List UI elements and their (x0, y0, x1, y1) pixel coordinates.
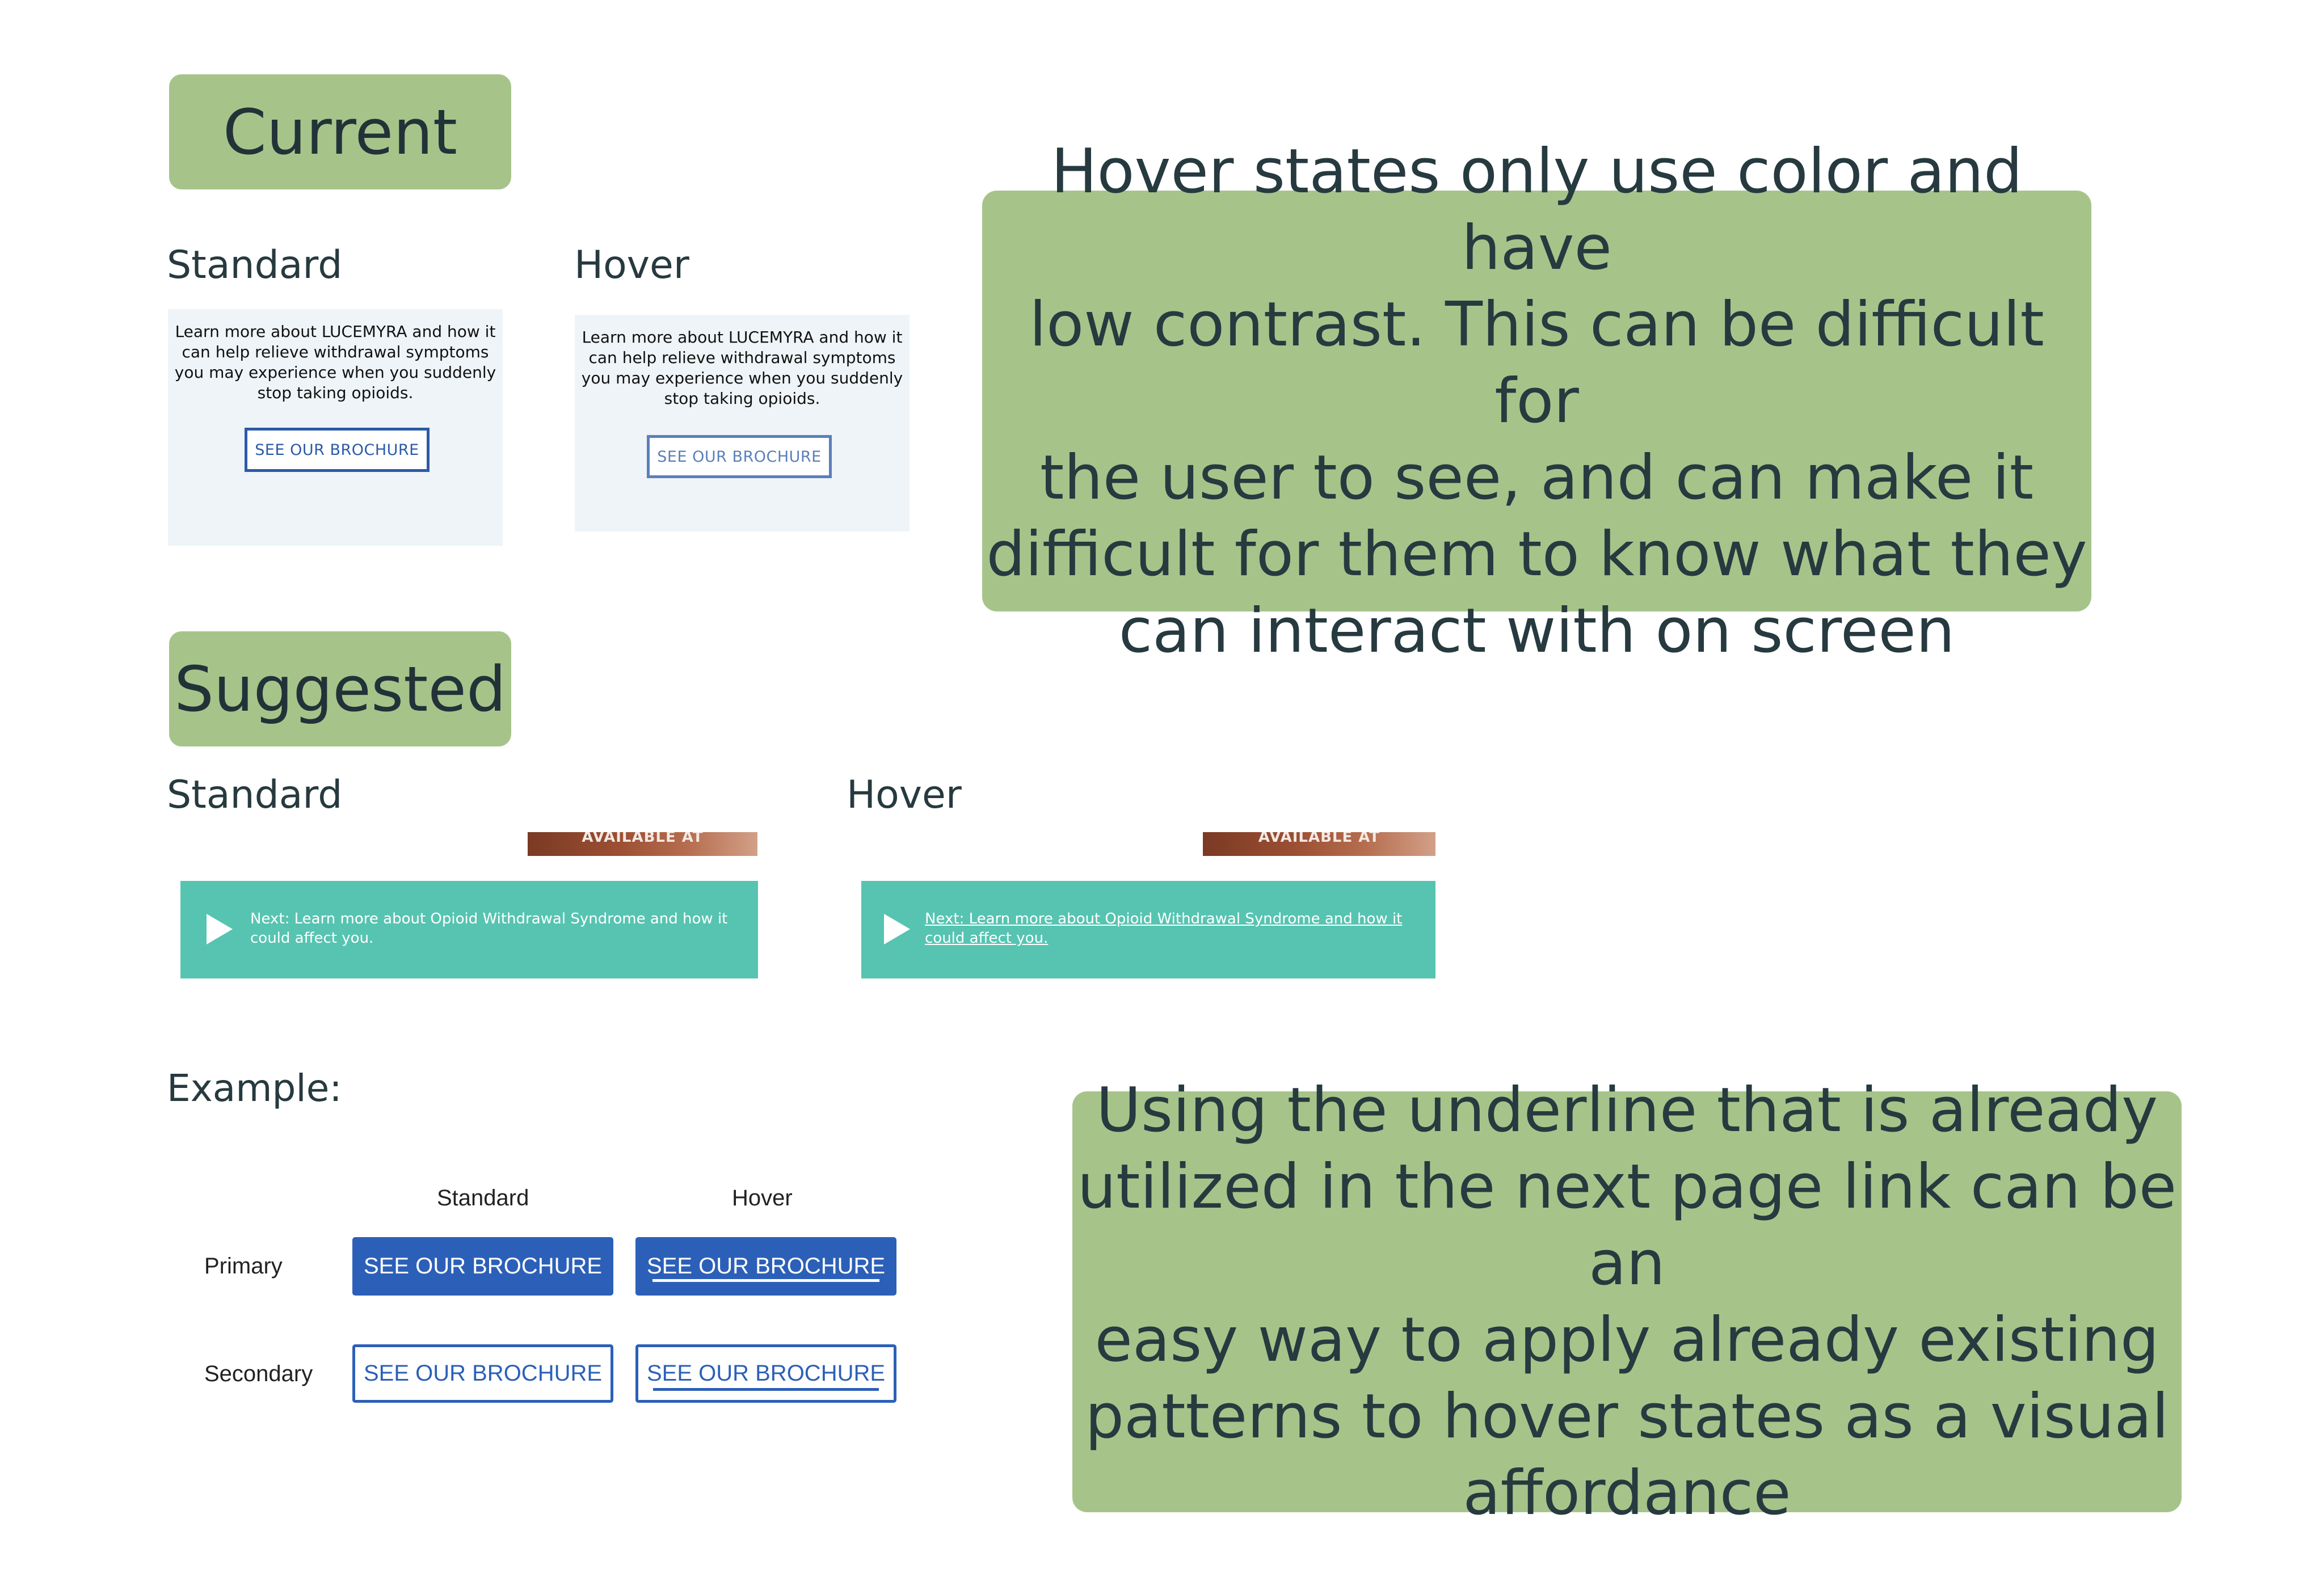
callout-hover-contrast: Hover states only use color and have low… (982, 136, 2091, 666)
callout-line: utilized in the next page link can be an (1077, 1151, 2177, 1299)
play-icon (884, 914, 910, 944)
callout-line: difficult for them to know what they (986, 518, 2087, 590)
current-hover-label: Hover (574, 243, 689, 288)
suggested-hover-label: Hover (847, 773, 962, 817)
callout-line: patterns to hover states as a visual (1085, 1381, 2169, 1452)
secondary-button-standard[interactable]: SEE OUR BROCHURE (352, 1344, 613, 1403)
card-text-line: can help relieve withdrawal symptoms (182, 343, 489, 361)
hover-underline (653, 1388, 879, 1391)
primary-button-hover[interactable]: SEE OUR BROCHURE (635, 1237, 896, 1296)
next-page-link-hover[interactable]: Next: Learn more about Opioid Withdrawal… (925, 910, 1403, 947)
suggested-standard-label: Standard (167, 773, 343, 817)
suggested-section-label: Suggested (169, 631, 511, 746)
see-brochure-button[interactable]: SEE OUR BROCHURE (245, 428, 430, 472)
card-text-line: can help relieve withdrawal symptoms (588, 348, 896, 367)
primary-button-standard[interactable]: SEE OUR BROCHURE (352, 1237, 613, 1296)
current-section-label: Current (169, 74, 511, 189)
current-standard-label: Standard (167, 243, 343, 288)
callout-line: low contrast. This can be difficult for (1029, 289, 2044, 437)
next-page-banner[interactable]: Next: Learn more about Opioid Withdrawal… (180, 881, 758, 978)
card-text-line: stop taking opioids. (664, 389, 820, 408)
callout-line: Hover states only use color and have (1051, 136, 2023, 284)
card-text-line: stop taking opioids. (257, 383, 414, 402)
callout-line: can interact with on screen (1118, 595, 1955, 666)
callout-line: the user to see, and can make it (1039, 442, 2034, 513)
next-page-banner-hover[interactable]: Next: Learn more about Opioid Withdrawal… (861, 881, 1435, 978)
card-text-line: you may experience when you suddenly (581, 369, 903, 387)
card-text-line: Learn more about LUCEMYRA and how it (175, 322, 496, 341)
next-page-link[interactable]: Next: Learn more about Opioid Withdrawal… (250, 910, 728, 947)
see-brochure-button-hover[interactable]: SEE OUR BROCHURE (647, 435, 832, 478)
callout-line: easy way to apply already existing (1094, 1305, 2159, 1376)
callout-line: Using the underline that is already (1096, 1075, 2158, 1146)
row-label-primary: Primary (204, 1254, 283, 1279)
hover-underline (652, 1279, 879, 1282)
column-header-hover: Hover (732, 1186, 793, 1210)
secondary-button-hover[interactable]: SEE OUR BROCHURE (635, 1344, 896, 1403)
card-text-line: you may experience when you suddenly (174, 363, 496, 382)
card-text-line: Learn more about LUCEMYRA and how it (582, 328, 903, 347)
row-label-secondary: Secondary (204, 1361, 313, 1386)
play-icon (207, 914, 233, 944)
hero-photo-strip: AVAILABLE AT (528, 832, 757, 856)
column-header-standard: Standard (437, 1186, 529, 1210)
callout-line: affordance (1463, 1458, 1791, 1529)
example-title: Example: (167, 1066, 342, 1110)
current-standard-card: Learn more about LUCEMYRA and how it can… (168, 309, 503, 546)
callout-underline-suggestion: Using the underline that is already util… (1072, 1075, 2182, 1529)
hero-photo-strip: AVAILABLE AT (1203, 832, 1435, 856)
current-hover-card: Learn more about LUCEMYRA and how it can… (575, 315, 910, 531)
